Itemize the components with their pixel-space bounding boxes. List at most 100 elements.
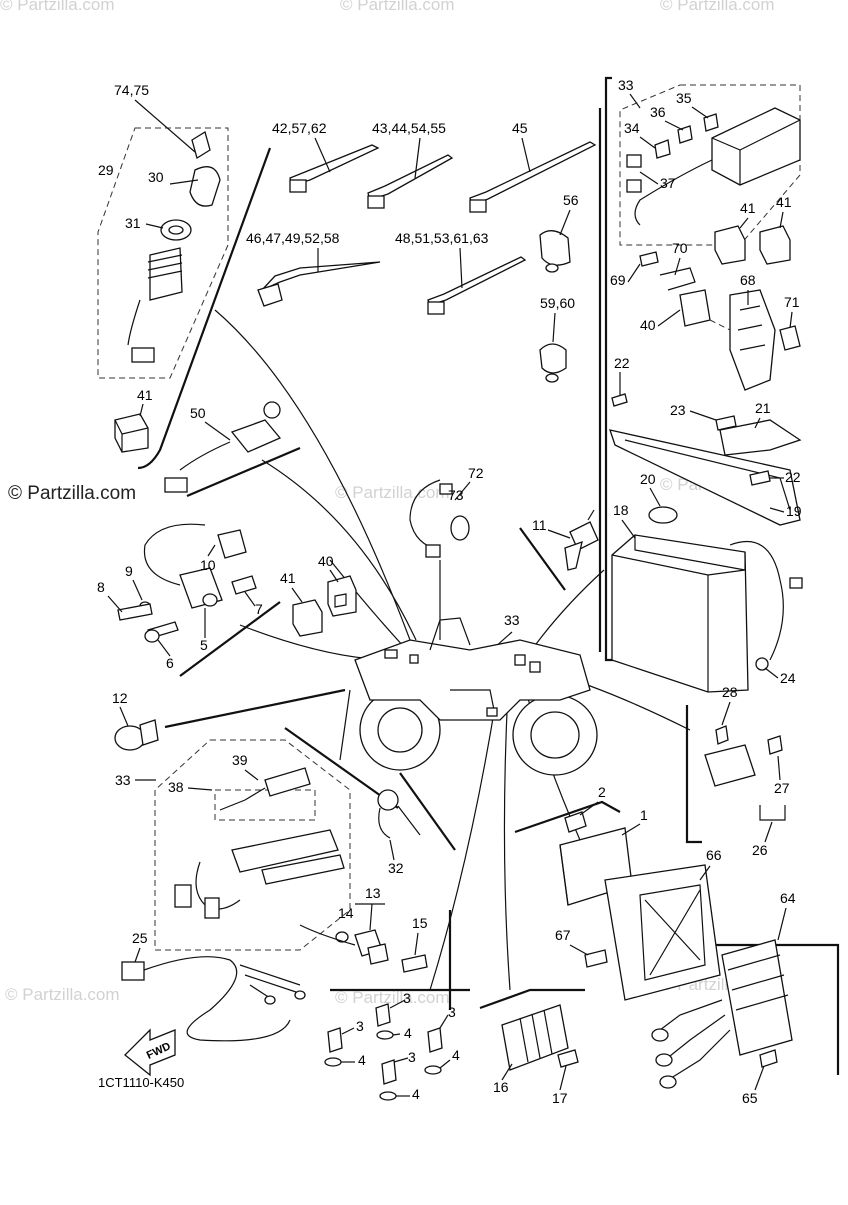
callout-72: 72 xyxy=(468,465,484,481)
callout-41-mid: 41 xyxy=(280,570,296,586)
callout-14: 14 xyxy=(338,905,354,921)
bolts-washers xyxy=(324,1003,443,1101)
relay-bracket-group xyxy=(639,251,801,391)
sensor-12 xyxy=(114,719,159,751)
callout-22-a: 22 xyxy=(614,355,630,371)
callout-56: 56 xyxy=(563,192,579,208)
callout-4c: 4 xyxy=(452,1047,460,1063)
watermark-main: © Partzilla.com xyxy=(8,483,136,504)
callout-24: 24 xyxy=(780,670,796,686)
sensor-13-14-15 xyxy=(299,924,428,973)
relays-41-right xyxy=(714,225,791,265)
callout-59: 59,60 xyxy=(540,295,575,311)
callout-38: 38 xyxy=(168,779,184,795)
callout-48: 48,51,53,61,63 xyxy=(395,230,489,246)
callout-50: 50 xyxy=(190,405,206,421)
callout-16: 16 xyxy=(493,1079,509,1095)
callout-18: 18 xyxy=(613,502,629,518)
atv-vehicle xyxy=(354,617,598,776)
component-50 xyxy=(164,401,282,493)
callout-3c: 3 xyxy=(448,1004,456,1020)
callout-33-mid: 33 xyxy=(504,612,520,628)
battery-18 xyxy=(611,506,803,693)
watermark-top-left: © Partzilla.com xyxy=(0,0,115,14)
callout-11: 11 xyxy=(532,517,547,533)
callout-67: 67 xyxy=(555,927,571,943)
wire-lead-25 xyxy=(121,956,306,1042)
watermark-top-right: © Partzilla.com xyxy=(660,0,775,14)
cable-ties xyxy=(257,141,597,383)
callout-65: 65 xyxy=(742,1090,758,1106)
section-dividers xyxy=(137,76,840,1075)
callout-31: 31 xyxy=(125,215,141,231)
callout-41-r1: 41 xyxy=(740,200,756,216)
sensor-72-73 xyxy=(409,479,470,558)
callout-13: 13 xyxy=(365,885,381,901)
diagram-code: 1CT1110-K450 xyxy=(98,1075,184,1090)
watermark-bottom-left: © Partzilla.com xyxy=(5,985,120,1004)
callout-36: 36 xyxy=(650,104,666,120)
callout-21: 21 xyxy=(755,400,771,416)
fuse-box-assembly xyxy=(619,84,801,246)
callout-34: 34 xyxy=(624,120,640,136)
starter-relay-group xyxy=(704,725,786,821)
ignition-coil-group xyxy=(117,523,257,643)
callout-74-75: 74,75 xyxy=(114,82,149,98)
bracket-66 xyxy=(584,864,721,1001)
callout-69: 69 xyxy=(610,272,626,288)
callout-3a: 3 xyxy=(403,990,411,1006)
callout-41-r2: 41 xyxy=(776,194,792,210)
callout-40-mid: 40 xyxy=(318,553,334,569)
callout-33-top: 33 xyxy=(618,77,634,93)
relay-41-left xyxy=(114,413,149,453)
callout-26: 26 xyxy=(752,842,768,858)
battery-bracket xyxy=(609,393,802,526)
callout-10: 10 xyxy=(200,557,216,573)
callout-68: 68 xyxy=(740,272,756,288)
callout-4a: 4 xyxy=(404,1025,412,1041)
callout-1: 1 xyxy=(640,807,648,823)
callout-73: 73 xyxy=(448,487,464,503)
callout-33-left: 33 xyxy=(115,772,131,788)
callout-6: 6 xyxy=(166,655,174,671)
callout-9: 9 xyxy=(125,563,133,579)
callout-5: 5 xyxy=(200,637,208,653)
callout-12: 12 xyxy=(112,690,128,706)
callout-45: 45 xyxy=(512,120,528,136)
fwd-arrow: FWD xyxy=(124,1028,176,1077)
callout-19: 19 xyxy=(786,503,802,519)
callout-3d: 3 xyxy=(408,1049,416,1065)
callout-3b: 3 xyxy=(356,1018,364,1034)
callout-37: 37 xyxy=(660,175,676,191)
callout-70: 70 xyxy=(672,240,688,256)
watermark-bottom-mid: © Partzilla.com xyxy=(335,988,450,1007)
callout-4d: 4 xyxy=(412,1086,420,1102)
regulator-64 xyxy=(651,939,793,1089)
callouts: 74,75 29 30 31 41 42,57,62 43,44,54,55 4… xyxy=(97,77,802,1106)
callout-46: 46,47,49,52,58 xyxy=(246,230,340,246)
callout-42: 42,57,62 xyxy=(272,120,327,136)
callout-41-left: 41 xyxy=(137,387,153,403)
callout-4b: 4 xyxy=(358,1052,366,1068)
callout-43: 43,44,54,55 xyxy=(372,120,446,136)
callout-15: 15 xyxy=(412,915,428,931)
callout-27: 27 xyxy=(774,780,790,796)
component-32 xyxy=(377,789,421,839)
watermark-top-mid: © Partzilla.com xyxy=(340,0,455,14)
callout-39: 39 xyxy=(232,752,248,768)
relays-40-41-mid xyxy=(292,575,357,637)
callout-35: 35 xyxy=(676,90,692,106)
callout-7: 7 xyxy=(255,601,263,617)
callout-2: 2 xyxy=(598,784,606,800)
callout-28: 28 xyxy=(722,684,738,700)
main-switch-assembly xyxy=(97,127,229,379)
callout-30: 30 xyxy=(148,169,164,185)
callout-20: 20 xyxy=(640,471,656,487)
callout-22-b: 22 xyxy=(785,469,801,485)
callout-64: 64 xyxy=(780,890,796,906)
callout-25: 25 xyxy=(132,930,148,946)
watermark-mid: © Partzilla.com xyxy=(335,483,450,502)
wire-harness-group xyxy=(154,739,351,951)
